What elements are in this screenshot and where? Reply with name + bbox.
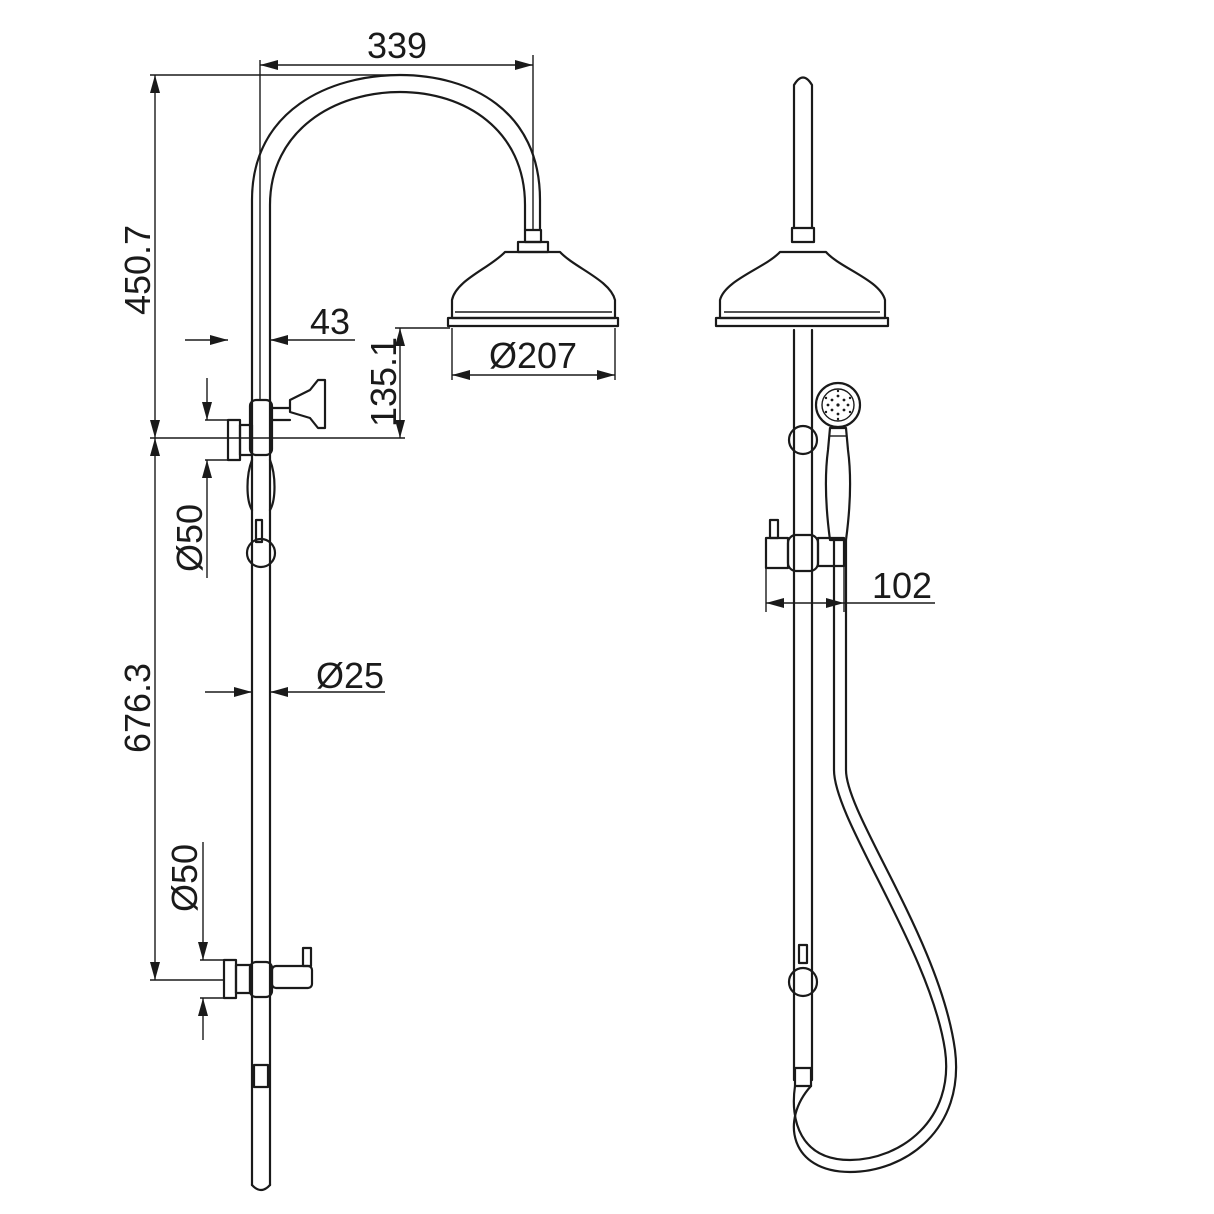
side-slider-body [786, 533, 820, 573]
side-lower-knob [787, 966, 819, 998]
dim-label-upper-o50: Ø50 [169, 504, 210, 572]
dim-label-676-3: 676.3 [117, 663, 158, 753]
diverter-lever [301, 946, 313, 968]
side-arm [792, 76, 814, 230]
dim-label-450-7: 450.7 [117, 225, 158, 315]
gooseneck-arm-inner [268, 90, 527, 402]
upper-bracket-body [248, 398, 274, 457]
dim-upper-bracket: Ø50 [169, 378, 228, 578]
front-view [222, 73, 620, 1192]
slide-knob [245, 537, 277, 569]
dim-label-lower-o50: Ø50 [164, 844, 205, 912]
dim-label-339: 339 [367, 25, 427, 66]
side-head-connector [790, 226, 816, 244]
side-hose-outlet [793, 1066, 813, 1088]
shower-rose-face [446, 316, 620, 328]
dim-hand-shower-projection: 102 [765, 565, 935, 612]
head-connector [523, 228, 543, 244]
diverter-body [270, 964, 314, 990]
side-lever [768, 518, 780, 540]
dim-label-135-1: 135.1 [363, 337, 404, 427]
dim-lower-bracket: Ø50 [164, 842, 224, 1040]
dim-label-43: 43 [310, 301, 350, 342]
dim-arm-height: 450.7 [117, 74, 400, 438]
hose-outlet [252, 1063, 270, 1089]
side-view [714, 76, 958, 1174]
side-shower-rose [718, 250, 887, 320]
hand-shower-holder [816, 536, 846, 568]
hand-shower-nozzles [824, 389, 852, 421]
dim-label-102: 102 [872, 565, 932, 606]
dim-label-o207: Ø207 [489, 335, 577, 376]
side-slider-block [764, 536, 790, 570]
dim-bracket-spacing: 676.3 [117, 438, 225, 981]
dim-wall-offset: 43 [185, 301, 355, 345]
upper-wall-flange [226, 418, 242, 462]
dim-head-drop: 135.1 [150, 327, 450, 439]
slide-lever [254, 518, 264, 544]
lower-wall-flange [222, 958, 238, 1000]
hand-shower-handle [824, 426, 852, 542]
dim-arm-reach: 339 [259, 25, 534, 400]
hose [792, 538, 948, 1162]
shower-rose [450, 250, 617, 320]
rail-support-bracket [288, 378, 327, 430]
head-nut [516, 240, 550, 254]
dim-rail-diameter: Ø25 [205, 655, 385, 697]
side-upper-knob [787, 424, 819, 456]
lower-bracket-body [248, 960, 274, 999]
dim-label-o25: Ø25 [316, 655, 384, 696]
dim-head-diameter: Ø207 [451, 328, 616, 380]
